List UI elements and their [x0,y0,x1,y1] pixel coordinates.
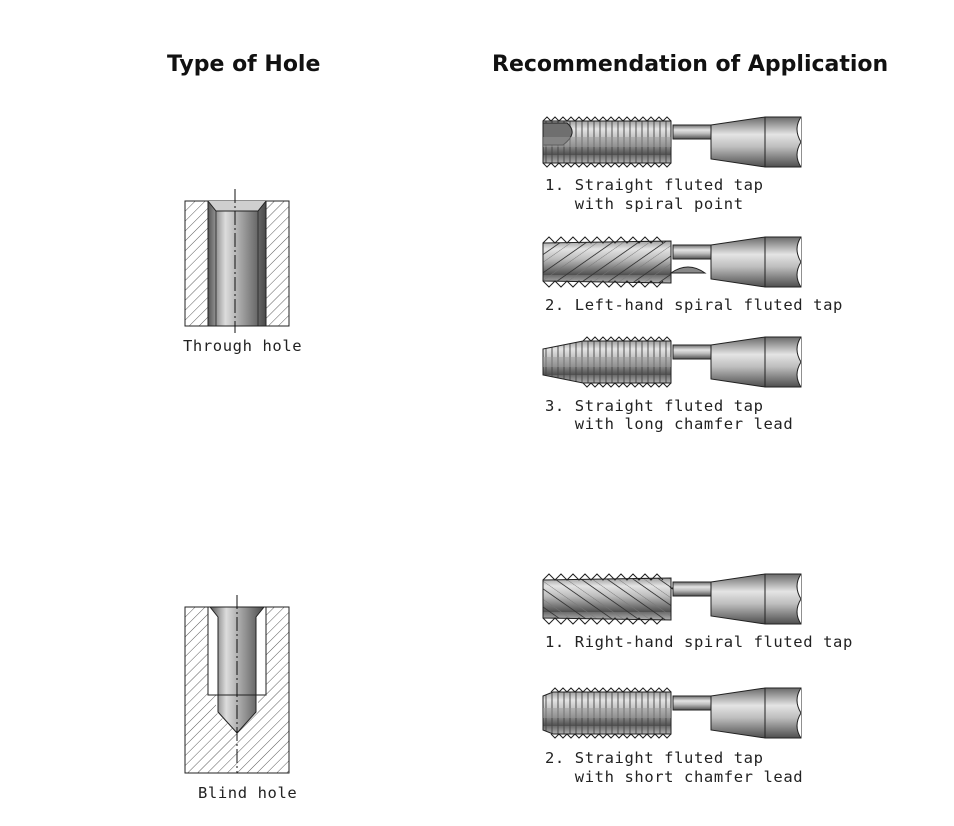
tap-straight-long-chamfer [542,336,802,388]
through-tap-3-line2: with long chamfer lead [545,415,794,433]
blind-tap-2-line1: 2. Straight fluted tap [545,749,764,767]
blind-tap-2-line2: with short chamfer lead [545,768,804,786]
right-heading: Recommendation of Application [492,52,889,77]
tap-left-hand-spiral [542,236,802,288]
through-tap-2-line1: 2. Left-hand spiral fluted tap [545,296,843,314]
tap-right-hand-spiral [542,573,802,625]
through-hole-diagram [184,189,290,333]
through-hole-label: Through hole [183,337,303,355]
through-tap-3-line1: 3. Straight fluted tap [545,397,764,415]
left-heading: Type of Hole [167,52,321,77]
blind-hole-diagram [184,595,290,774]
blind-hole-label: Blind hole [198,784,298,802]
through-tap-1-line1: 1. Straight fluted tap [545,176,764,194]
tap-straight-spiral-point [542,116,802,168]
blind-tap-1-line1: 1. Right-hand spiral fluted tap [545,633,853,651]
through-tap-1-line2: with spiral point [545,195,744,213]
tap-straight-short-chamfer [542,687,802,739]
